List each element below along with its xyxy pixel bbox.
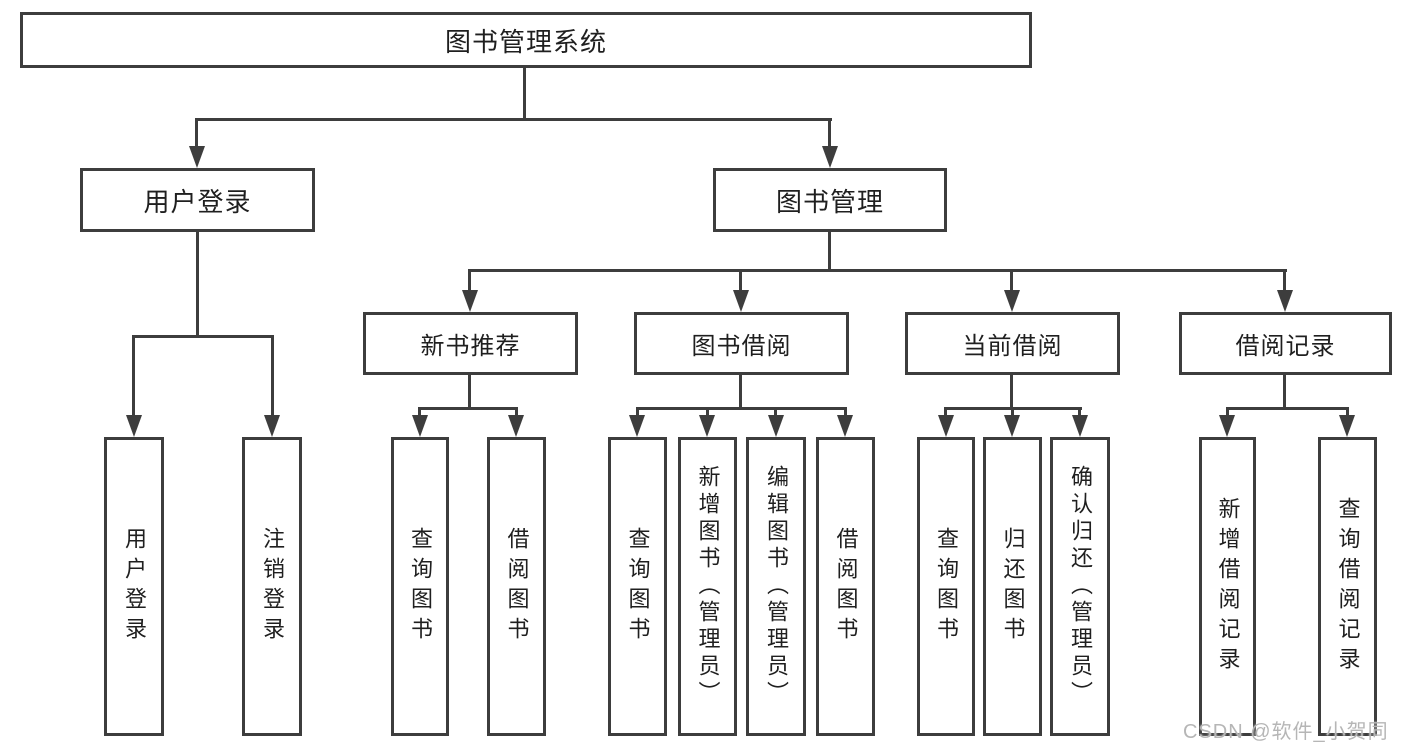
leaf-user-login: 用户登录 bbox=[104, 437, 164, 736]
arrowhead-down-icon bbox=[264, 415, 280, 437]
node-root-label: 图书管理系统 bbox=[444, 26, 607, 57]
arrowhead-down-icon bbox=[1219, 415, 1235, 437]
arrowhead-down-icon bbox=[1339, 415, 1355, 437]
leaf-newbook-query-book: 查询图书 bbox=[391, 437, 449, 736]
leaf-borrow-borrow-book-label: 借阅图书 bbox=[833, 526, 859, 647]
node-book-management-label: 图书管理 bbox=[775, 186, 884, 217]
leaf-newbook-query-book-label: 查询图书 bbox=[408, 526, 433, 647]
connector-bar bbox=[418, 407, 518, 410]
node-book-management: 图书管理 bbox=[713, 168, 947, 232]
connector-stem bbox=[468, 375, 471, 407]
node-root-system: 图书管理系统 bbox=[20, 12, 1032, 68]
connector-stem bbox=[195, 118, 198, 148]
leaf-borrow-query-book: 查询图书 bbox=[608, 437, 667, 736]
leaf-current-confirm-return-admin: 确认归还（管理员） bbox=[1050, 437, 1110, 736]
connector-bar bbox=[469, 269, 1287, 272]
arrowhead-down-icon bbox=[699, 415, 715, 437]
arrowhead-down-icon bbox=[412, 415, 428, 437]
leaf-current-query-book: 查询图书 bbox=[917, 437, 975, 736]
leaf-records-query-record-label: 查询借阅记录 bbox=[1335, 496, 1361, 677]
arrowhead-down-icon bbox=[822, 146, 838, 168]
arrowhead-down-icon bbox=[1004, 415, 1020, 437]
leaf-logout: 注销登录 bbox=[242, 437, 302, 736]
arrowhead-down-icon bbox=[837, 415, 853, 437]
arrowhead-down-icon bbox=[1072, 415, 1088, 437]
connector-stem bbox=[515, 407, 518, 415]
connector-stem bbox=[1226, 407, 1229, 415]
connector-bar bbox=[636, 407, 847, 410]
leaf-user-login-label: 用户登录 bbox=[122, 526, 147, 647]
leaf-current-return-book-label: 归还图书 bbox=[1000, 526, 1026, 647]
connector-stem bbox=[739, 269, 742, 290]
connector-stem bbox=[636, 407, 639, 415]
connector-stem bbox=[132, 335, 135, 415]
connector-stem bbox=[1283, 269, 1286, 290]
node-book-borrow: 图书借阅 bbox=[634, 312, 849, 375]
leaf-borrow-borrow-book: 借阅图书 bbox=[816, 437, 875, 736]
node-user-login: 用户登录 bbox=[80, 168, 315, 232]
leaf-borrow-query-book-label: 查询图书 bbox=[625, 526, 651, 647]
arrowhead-down-icon bbox=[126, 415, 142, 437]
connector-stem bbox=[1010, 269, 1013, 290]
connector-stem bbox=[739, 375, 742, 407]
arrowhead-down-icon bbox=[938, 415, 954, 437]
leaf-borrow-edit-book-admin: 编辑图书（管理员） bbox=[746, 437, 806, 736]
leaf-borrow-edit-book-admin-label: 编辑图书（管理员） bbox=[764, 465, 789, 708]
connector-stem bbox=[1011, 407, 1014, 415]
arrowhead-down-icon bbox=[508, 415, 524, 437]
node-current-borrow-label: 当前借阅 bbox=[962, 333, 1063, 360]
leaf-logout-label: 注销登录 bbox=[260, 526, 285, 647]
connector-stem bbox=[468, 269, 471, 290]
connector-bar bbox=[196, 118, 832, 121]
csdn-watermark: CSDN @软件_小贺同学 bbox=[1183, 721, 1389, 743]
leaf-newbook-borrow-book: 借阅图书 bbox=[487, 437, 546, 736]
connector-stem bbox=[418, 407, 421, 415]
connector-stem bbox=[706, 407, 709, 415]
node-borrow-records: 借阅记录 bbox=[1179, 312, 1392, 375]
connector-stem bbox=[196, 232, 199, 335]
arrowhead-down-icon bbox=[768, 415, 784, 437]
node-new-book-recommend: 新书推荐 bbox=[363, 312, 578, 375]
node-user-login-label: 用户登录 bbox=[143, 186, 252, 217]
connector-stem bbox=[944, 407, 947, 415]
arrowhead-down-icon bbox=[733, 290, 749, 312]
leaf-newbook-borrow-book-label: 借阅图书 bbox=[504, 526, 530, 647]
leaf-current-confirm-return-admin-label: 确认归还（管理员） bbox=[1068, 465, 1093, 708]
connector-stem bbox=[1078, 407, 1081, 415]
node-borrow-records-label: 借阅记录 bbox=[1235, 333, 1336, 360]
connector-stem bbox=[1346, 407, 1349, 415]
arrowhead-down-icon bbox=[629, 415, 645, 437]
leaf-records-query-record: 查询借阅记录 bbox=[1318, 437, 1377, 736]
node-new-book-recommend-label: 新书推荐 bbox=[420, 333, 521, 360]
leaf-borrow-add-book-admin-label: 新增图书（管理员） bbox=[695, 465, 721, 708]
connector-stem bbox=[271, 335, 274, 415]
connector-stem bbox=[523, 68, 526, 118]
arrowhead-down-icon bbox=[1004, 290, 1020, 312]
connector-stem bbox=[828, 118, 831, 148]
leaf-current-return-book: 归还图书 bbox=[983, 437, 1042, 736]
arrowhead-down-icon bbox=[189, 146, 205, 168]
leaf-records-add-record: 新增借阅记录 bbox=[1199, 437, 1256, 736]
leaf-borrow-add-book-admin: 新增图书（管理员） bbox=[678, 437, 737, 736]
leaf-records-add-record-label: 新增借阅记录 bbox=[1215, 496, 1241, 677]
connector-stem bbox=[1283, 375, 1286, 407]
arrowhead-down-icon bbox=[462, 290, 478, 312]
leaf-current-query-book-label: 查询图书 bbox=[934, 526, 959, 647]
connector-stem bbox=[844, 407, 847, 415]
arrowhead-down-icon bbox=[1277, 290, 1293, 312]
connector-bar bbox=[132, 335, 274, 338]
connector-bar bbox=[1226, 407, 1349, 410]
connector-stem bbox=[1010, 375, 1013, 407]
connector-stem bbox=[828, 232, 831, 269]
node-current-borrow: 当前借阅 bbox=[905, 312, 1120, 375]
connector-stem bbox=[774, 407, 777, 415]
node-book-borrow-label: 图书借阅 bbox=[691, 333, 792, 360]
